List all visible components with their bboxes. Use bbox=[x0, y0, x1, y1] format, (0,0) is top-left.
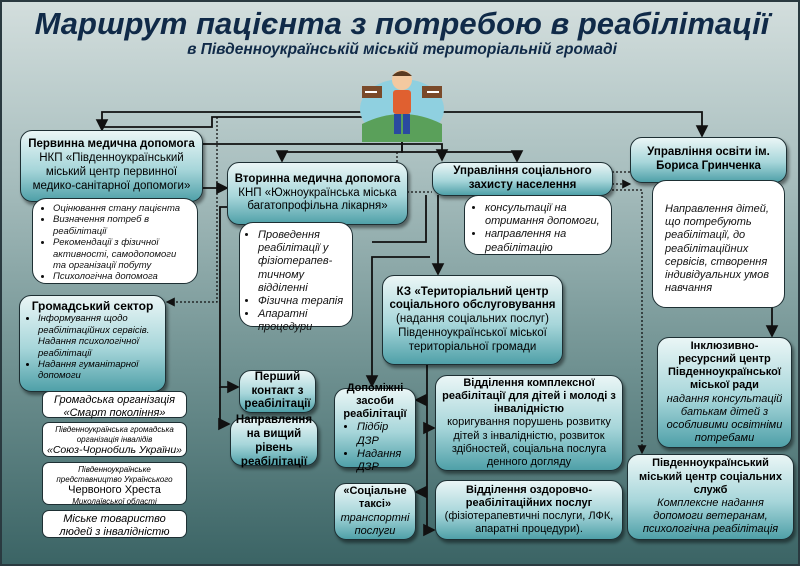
social-taxi-body: транспортні послуги bbox=[340, 511, 410, 537]
list-item: Інформування щодо реабілітаційних сервіс… bbox=[38, 313, 159, 359]
org-line: Миколаївської області bbox=[72, 497, 157, 507]
list-item: Визначення потреб в реабілітації bbox=[53, 214, 191, 237]
patient-icon bbox=[360, 70, 444, 142]
list-item: Апаратні процедури bbox=[258, 308, 348, 334]
education-dept-body: Направлення дітей, що потребують реабілі… bbox=[665, 203, 769, 295]
community-sector-heading: Громадський сектор bbox=[31, 299, 154, 313]
community-sector-box: Громадський сектор Інформування щодо реа… bbox=[19, 295, 166, 392]
education-dept-box: Управління освіти ім. Бориса Гринченка bbox=[630, 137, 787, 183]
org-red-cross: Південноукраїнське представництво Україн… bbox=[42, 462, 187, 507]
social-services-heading: Південноукраїнський міський центр соціал… bbox=[639, 457, 782, 496]
secondary-care-details: Проведення реабілітації у фізіотерапев-т… bbox=[239, 222, 353, 333]
primary-care-body: НКП «Південноукраїнський міський центр п… bbox=[32, 152, 191, 192]
org-line: «Смарт покоління» bbox=[63, 407, 166, 420]
list-item: Фізична терапія bbox=[258, 295, 348, 308]
inclusive-center-body: надання консультацій батькам дітей з осо… bbox=[666, 392, 783, 445]
org-line: Південноукраїнське представництво Україн… bbox=[56, 465, 173, 484]
territorial-center-heading: КЗ «Територіальний центр соціального обс… bbox=[389, 285, 556, 312]
social-services-center-box: Південноукраїнський міський центр соціал… bbox=[627, 454, 794, 540]
list-item: Оцінювання стану пацієнта bbox=[53, 203, 191, 214]
health-rehab-heading: Відділення оздоровчо-реабілітаційних пос… bbox=[465, 483, 593, 509]
list-item: Надання ДЗР bbox=[357, 448, 411, 474]
complex-rehab-body: коригування порушень розвитку дітей з ін… bbox=[447, 416, 611, 468]
social-taxi-heading: «Соціальне таксі» bbox=[343, 485, 407, 511]
patient-illustration bbox=[357, 64, 447, 142]
health-rehab-body: (фізіотерапевтичні послуги, ЛФК, апаратн… bbox=[444, 510, 614, 536]
list-item: направлення на реабілітацію bbox=[485, 228, 605, 254]
secondary-care-body: КНП «Южноукраїнська міська багатопрофіль… bbox=[238, 186, 397, 213]
org-union-chornobyl: Південноукраїнська громадська організаці… bbox=[42, 422, 187, 457]
org-line: Міське товариство bbox=[63, 513, 166, 525]
territorial-center-box: КЗ «Територіальний центр соціального обс… bbox=[382, 275, 563, 365]
inclusive-center-heading: Інклюзивно-ресурсний центр Південноукраї… bbox=[668, 339, 781, 392]
health-rehab-dept-box: Відділення оздоровчо-реабілітаційних пос… bbox=[435, 480, 623, 540]
inclusive-resource-center-box: Інклюзивно-ресурсний центр Південноукраї… bbox=[657, 337, 792, 448]
org-line: Південноукраїнська громадська організаці… bbox=[55, 425, 174, 444]
org-line: людей з інвалідністю bbox=[59, 526, 170, 539]
referral-label: Направлення на вищий рівень реабілітації bbox=[235, 414, 313, 468]
page-subtitle: в Південноукраїнській міській територіал… bbox=[187, 41, 617, 58]
org-line: Червоного Хреста bbox=[68, 484, 161, 497]
secondary-care-box: Вторинна медична допомога КНП «Южноукраї… bbox=[227, 162, 408, 225]
list-item: Рекомендації з фізичної активності, само… bbox=[53, 237, 191, 271]
list-item: Підбір ДЗР bbox=[357, 421, 411, 447]
social-protection-box: Управління соціального захисту населення bbox=[432, 162, 613, 196]
rehab-aids-heading: Допоміжні засоби реабілітації bbox=[343, 381, 407, 421]
complex-rehab-dept-box: Відділення комплексної реабілітації для … bbox=[435, 375, 623, 471]
social-protection-details: консультації на отримання допомоги,напра… bbox=[464, 195, 612, 255]
primary-care-details: Оцінювання стану пацієнтаВизначення потр… bbox=[32, 198, 198, 284]
territorial-center-body: (надання соціальних послуг) Південноукра… bbox=[396, 313, 549, 353]
education-dept-details: Направлення дітей, що потребують реабілі… bbox=[652, 180, 785, 308]
list-item: Надання гуманітарної допомоги bbox=[38, 359, 159, 382]
education-dept-heading: Управління освіти ім. Бориса Гринченка bbox=[647, 146, 770, 172]
primary-care-heading: Первинна медична допомога bbox=[28, 138, 195, 151]
secondary-care-heading: Вторинна медична допомога bbox=[234, 172, 401, 185]
complex-rehab-heading: Відділення комплексної реабілітації для … bbox=[442, 376, 616, 416]
org-smart-generation: Громадська організація«Смарт покоління» bbox=[42, 391, 187, 420]
org-line: «Союз-Чорнобиль України» bbox=[46, 444, 183, 457]
org-line: Громадська організація bbox=[54, 394, 175, 406]
social-services-body: Комплексне надання допомоги ветеранам, п… bbox=[642, 497, 779, 536]
social-protection-heading: Управління соціального захисту населення bbox=[453, 165, 592, 191]
higher-level-referral-box: Направлення на вищий рівень реабілітації bbox=[230, 414, 318, 468]
page-title: Маршрут пацієнта з потребою в реабілітац… bbox=[34, 6, 770, 41]
social-taxi-box: «Соціальне таксі» транспортні послуги bbox=[334, 483, 416, 540]
list-item: Проведення реабілітації у фізіотерапев-т… bbox=[258, 229, 348, 295]
list-item: Психологічна допомога bbox=[53, 271, 191, 282]
first-contact-box: Перший контакт з реабілітації bbox=[239, 370, 316, 413]
first-contact-label: Перший контакт з реабілітації bbox=[244, 370, 311, 411]
primary-care-box: Первинна медична допомога НКП «Південноу… bbox=[20, 130, 203, 202]
rehab-aids-box: Допоміжні засоби реабілітації Підбір ДЗР… bbox=[334, 382, 416, 473]
list-item: консультації на отримання допомоги, bbox=[485, 202, 605, 228]
